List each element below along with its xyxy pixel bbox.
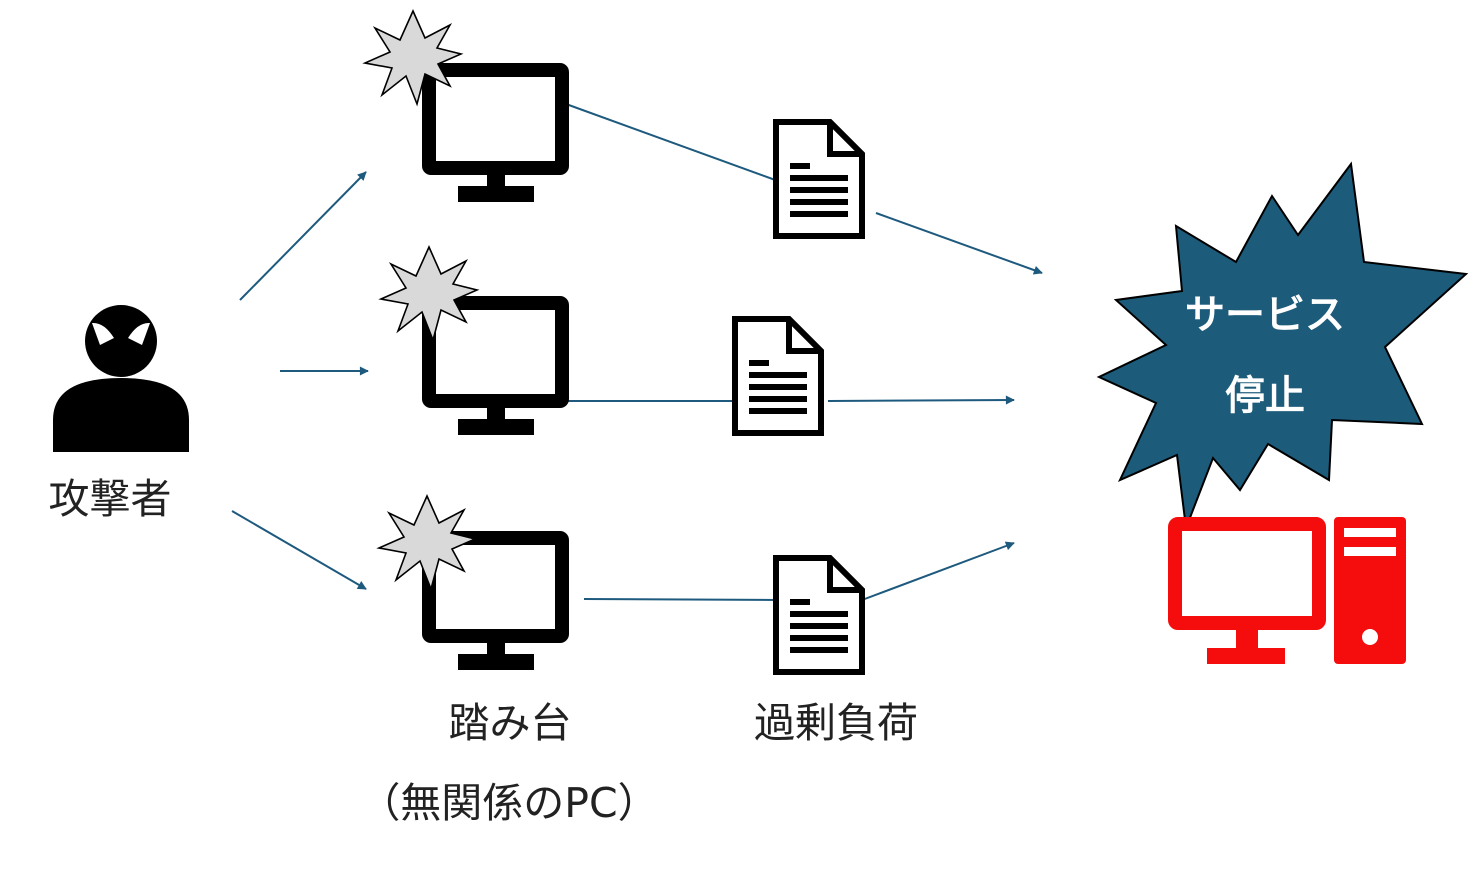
- explosion-icon: [364, 10, 462, 105]
- arrow-to-pc-3: [231, 510, 367, 590]
- document-icon: [735, 319, 821, 433]
- document-icon: [776, 122, 862, 236]
- outage-label-line1: サービス: [1185, 292, 1345, 338]
- hacker-icon: [53, 305, 189, 452]
- explosion-icon: [378, 495, 476, 590]
- arrow-doc1-target: [875, 212, 1043, 275]
- line-pc1-doc1: [565, 103, 779, 182]
- attack-arrows: [231, 171, 369, 590]
- overload-arrows: [565, 103, 1043, 601]
- line-pc3-doc3: [583, 598, 779, 601]
- monitor-icon: [429, 70, 562, 202]
- monitor-icon: [429, 303, 562, 435]
- stepping-stone-pc-2: [380, 246, 562, 435]
- document-icon: [776, 558, 862, 672]
- attacker-label: 攻撃者: [49, 475, 172, 523]
- overload-label: 過剰負荷: [754, 699, 918, 747]
- stepping-stone-pc-1: [364, 10, 562, 202]
- stepping-stone-pc-3: [378, 495, 562, 670]
- stepping-stone-label: 踏み台: [449, 699, 572, 747]
- outage-label-line2: 停止: [1225, 373, 1305, 419]
- arrow-to-pc-1: [239, 171, 367, 301]
- explosion-icon: [380, 246, 478, 341]
- desktop-pc-icon: [1168, 517, 1406, 664]
- stepping-stone-note: （無関係のPC）: [359, 779, 658, 827]
- service-outage-burst: サービス 停止: [1096, 161, 1469, 529]
- arrow-doc2-target: [827, 395, 1015, 405]
- arrow-doc3-target: [861, 541, 1015, 601]
